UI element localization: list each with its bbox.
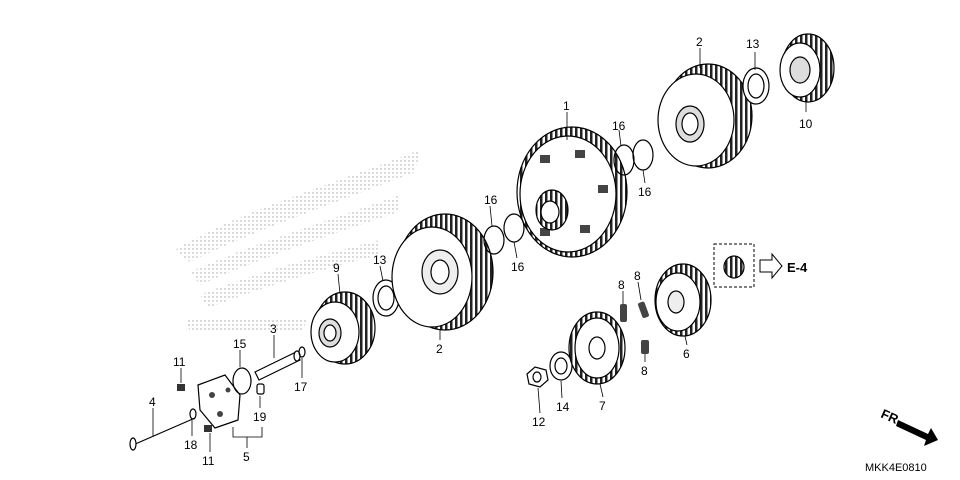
part-1-primary-driven-gear [516, 126, 628, 258]
part-11-bolt-lower [204, 425, 212, 432]
part-9-gear [310, 291, 376, 365]
callout-1[interactable]: 1 [563, 99, 570, 113]
part-3-shaft [254, 350, 301, 381]
part-16-o-ring-a [483, 225, 505, 255]
part-4-long-bolt [129, 417, 196, 451]
part-17-washer [298, 346, 306, 358]
callout-7[interactable]: 7 [599, 399, 606, 413]
callout-11-lower[interactable]: 11 [202, 454, 215, 468]
callout-2-lower[interactable]: 2 [436, 342, 443, 356]
callout-8-b[interactable]: 8 [634, 269, 641, 283]
callout-16-d[interactable]: 16 [511, 260, 525, 274]
callout-13-lower[interactable]: 13 [373, 253, 387, 267]
callout-5[interactable]: 5 [243, 450, 250, 464]
callout-3[interactable]: 3 [270, 322, 277, 336]
callout-16-c[interactable]: 16 [484, 193, 498, 207]
callout-2-upper[interactable]: 2 [696, 35, 703, 49]
diagram-code: MKK4E0810 [865, 462, 927, 474]
callout-4[interactable]: 4 [149, 395, 156, 409]
callout-18[interactable]: 18 [184, 438, 198, 452]
part-2-clutch-drum-upper [657, 63, 753, 169]
part-16-o-ring-d [632, 139, 654, 171]
callout-11-upper[interactable]: 11 [173, 355, 186, 369]
watermark-wing-logo [175, 150, 420, 332]
part-13-thrust-washer-upper [742, 67, 770, 105]
part-10-gear [779, 33, 835, 103]
callout-15[interactable]: 15 [233, 337, 247, 351]
callout-8-a[interactable]: 8 [618, 278, 625, 292]
callout-10[interactable]: 10 [799, 117, 813, 131]
part-14-washer [549, 351, 573, 381]
callout-12[interactable]: 12 [532, 415, 546, 429]
part-6-gear [654, 263, 712, 337]
callout-17[interactable]: 17 [294, 380, 308, 394]
part-2-clutch-drum-lower [391, 213, 494, 331]
callout-16-a[interactable]: 16 [612, 119, 626, 133]
part-18-small-o-ring [189, 408, 197, 420]
part-12-nut [526, 366, 549, 388]
callout-16-b[interactable]: 16 [638, 185, 652, 199]
reference-arrow-icon [759, 252, 783, 280]
part-8-pin-a [620, 304, 627, 322]
callout-9[interactable]: 9 [333, 261, 340, 275]
part-8-pin-c [641, 340, 649, 354]
front-direction-arrow-icon [896, 420, 938, 446]
callout-19[interactable]: 19 [253, 410, 267, 424]
callout-6[interactable]: 6 [683, 347, 690, 361]
callout-14[interactable]: 14 [556, 400, 570, 414]
part-11-bolt-upper [177, 384, 185, 391]
callout-8-c[interactable]: 8 [641, 364, 648, 378]
callout-13-upper[interactable]: 13 [746, 37, 760, 51]
reference-box [713, 243, 755, 288]
reference-tag[interactable]: E-4 [787, 260, 808, 275]
leader-lines [152, 48, 807, 452]
part-8-pin-b [638, 301, 649, 318]
part-19-dowel-pin [256, 383, 265, 395]
part-15-o-ring [232, 367, 252, 395]
pump-cover-plate [197, 374, 241, 429]
part-7-drive-gear [568, 311, 626, 385]
